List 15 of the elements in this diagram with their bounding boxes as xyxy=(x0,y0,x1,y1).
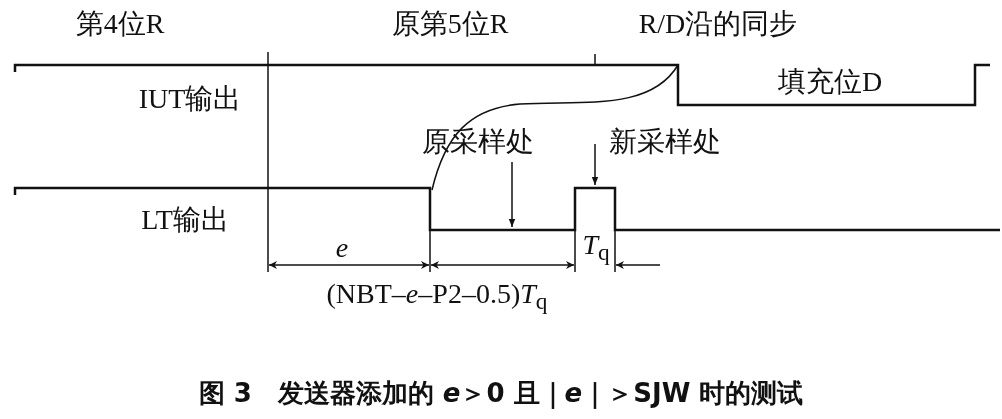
figure-caption: 图 3 发送器添加的 e＞0 且｜e｜＞SJW 时的测试 xyxy=(198,378,804,408)
bit-label: 第4位R xyxy=(75,8,165,40)
sample-point-label: 原采样处 xyxy=(422,126,534,158)
signal-label: LT输出 xyxy=(141,204,229,236)
leader-arrow xyxy=(591,143,599,186)
leader-arrow xyxy=(508,161,516,228)
bit-label: 原第5位R xyxy=(391,8,509,40)
dimension-label: T$_{q}$ xyxy=(582,229,610,267)
signal-label: IUT输出 xyxy=(138,83,242,115)
dimension-label: e xyxy=(335,232,349,264)
edge-sync-label: R/D沿的同步 xyxy=(638,8,798,40)
sample-point-label: 新采样处 xyxy=(609,126,721,158)
dimension-label: (NBT–e–P2–0.5)T$_{q}$ xyxy=(326,278,548,316)
bit-label: 填充位D xyxy=(777,66,883,98)
lt-waveform xyxy=(13,186,1000,232)
